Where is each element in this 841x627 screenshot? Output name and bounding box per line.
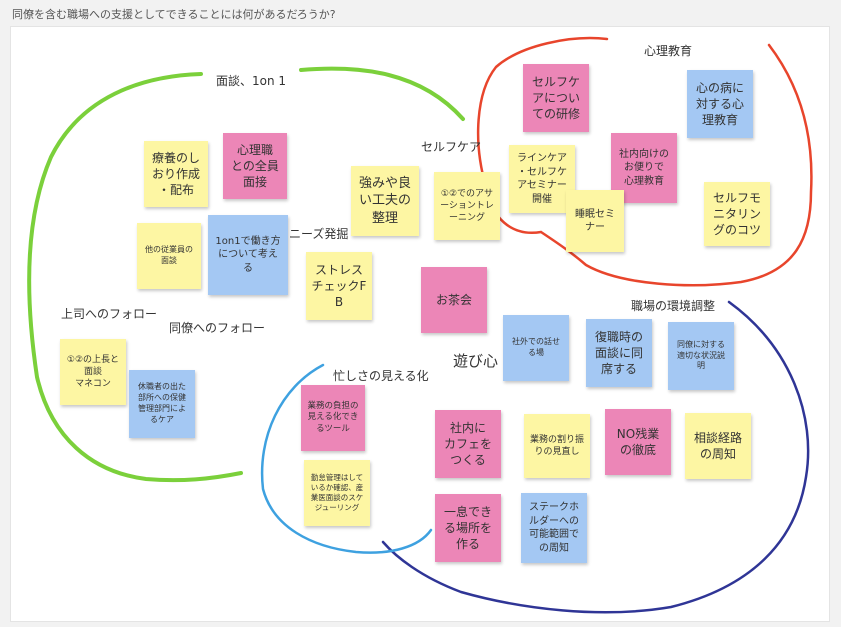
board-prompt: 同僚を含む職場への支援としてできることには何があるだろうか? — [12, 8, 336, 21]
sticky-note[interactable]: ストレス チェックF B — [306, 252, 372, 320]
sticky-note[interactable]: 業務の割り振 りの見直し — [524, 414, 590, 478]
label-shokuba-chosei[interactable]: 職場の環境調整 — [631, 299, 716, 313]
sticky-note[interactable]: ステークホ ルダーへの 可能範囲で の周知 — [521, 493, 587, 563]
sticky-note[interactable]: ラインケア ・セルフケ アセミナー 開催 — [509, 145, 575, 213]
label-selfcare[interactable]: セルフケア — [421, 140, 482, 154]
sticky-note[interactable]: お茶会 — [421, 267, 487, 333]
sticky-note[interactable]: 相談経路 の周知 — [685, 413, 751, 479]
label-shinri-kyoiku[interactable]: 心理教育 — [644, 44, 693, 58]
sticky-note[interactable]: 一息でき る場所を 作る — [435, 494, 501, 562]
label-joshi[interactable]: 上司へのフォロー — [61, 307, 158, 321]
label-needs[interactable]: ニーズ発掘 — [289, 227, 349, 241]
sticky-note[interactable]: 勤怠管理はして いるか確認、産 業医面談のスケ ジューリング — [304, 460, 370, 526]
label-doryo[interactable]: 同僚へのフォロー — [169, 321, 266, 335]
sticky-note[interactable]: 社内に カフェを つくる — [435, 410, 501, 478]
sticky-note[interactable]: 同僚に対する 適切な状況説 明 — [668, 322, 734, 390]
red-stroke[interactable] — [476, 36, 813, 287]
sticky-note[interactable]: 強みや良 い工夫の 整理 — [351, 166, 419, 236]
whiteboard-canvas[interactable]: 面談、1on 1 セルフケア 心理教育 ニーズ発掘 上司へのフォロー 同僚へのフ… — [10, 26, 830, 622]
sticky-note[interactable]: ①②の上長と 面談 マネコン — [60, 339, 126, 405]
sticky-note[interactable]: 社外での話せ る場 — [503, 315, 569, 381]
sticky-note[interactable]: 1on1で働き方 について考え る — [208, 215, 288, 295]
sticky-note[interactable]: 心の病に 対する心 理教育 — [687, 70, 753, 138]
sticky-note[interactable]: 休職者の出た 部所への保健 管理部門によ るケア — [129, 370, 195, 438]
sticky-note[interactable]: セルフモ ニタリン グのコツ — [704, 182, 770, 246]
sticky-note[interactable]: セルフケ アについ ての研修 — [523, 64, 589, 132]
sticky-note[interactable]: 睡眠セミ ナー — [566, 190, 624, 252]
freehand-strokes — [27, 36, 813, 614]
sticky-note[interactable]: ①②でのアサ ーショントレ ーニング — [434, 172, 500, 240]
sticky-note[interactable]: 療養のし おり作成 ・配布 — [144, 141, 208, 207]
label-mendan[interactable]: 面談、1on 1 — [216, 74, 287, 88]
sticky-note[interactable]: 他の従業員の 面談 — [137, 223, 201, 289]
label-asobigokoro[interactable]: 遊び心 — [453, 352, 499, 370]
navy-stroke[interactable] — [381, 300, 810, 614]
green-stroke[interactable] — [27, 72, 243, 483]
green-stroke-top[interactable] — [299, 66, 465, 121]
sticky-note[interactable]: 復職時の 面談に同 席する — [586, 319, 652, 387]
sticky-note[interactable]: 心理職 との全員 面接 — [223, 133, 287, 199]
sticky-note[interactable]: 業務の負担の 見える化でき るツール — [301, 385, 365, 451]
blue-stroke[interactable] — [260, 363, 433, 554]
label-isogashisa[interactable]: 忙しさの見える化 — [333, 369, 429, 383]
sticky-note[interactable]: NO残業 の徹底 — [605, 409, 671, 475]
